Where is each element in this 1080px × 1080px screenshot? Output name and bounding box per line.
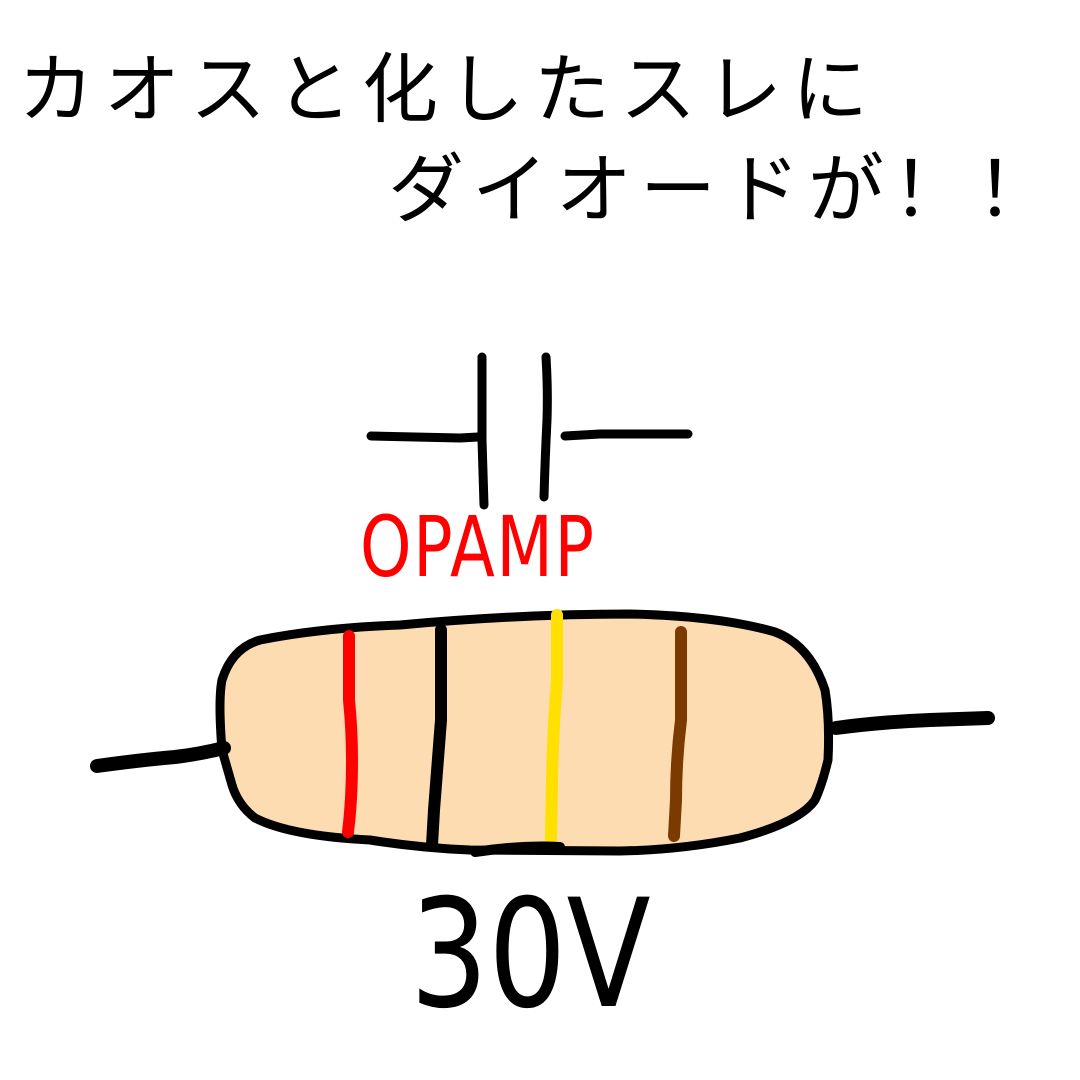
resistor-band-yellow xyxy=(545,609,563,846)
capacitor-right-lead xyxy=(560,429,693,441)
resistor-band-black xyxy=(426,624,447,851)
capacitor-right-plate xyxy=(539,352,552,502)
resistor-band-red xyxy=(342,630,359,838)
capacitor-left-plate xyxy=(477,352,489,510)
title-line-1: カオスと化したスレに xyxy=(18,45,878,134)
opamp-label: OPAMP xyxy=(360,498,596,596)
resistor-left-lead xyxy=(90,741,231,773)
title-line-2: ダイオードが！！ xyxy=(388,145,1060,234)
resistor-right-lead xyxy=(829,711,995,735)
capacitor-left-lead xyxy=(366,431,483,443)
resistor-body xyxy=(215,609,834,856)
resistor-bottom-stroke xyxy=(470,841,565,857)
resistor-band-brown xyxy=(668,626,687,842)
voltage-label: 30V xyxy=(410,868,651,1042)
